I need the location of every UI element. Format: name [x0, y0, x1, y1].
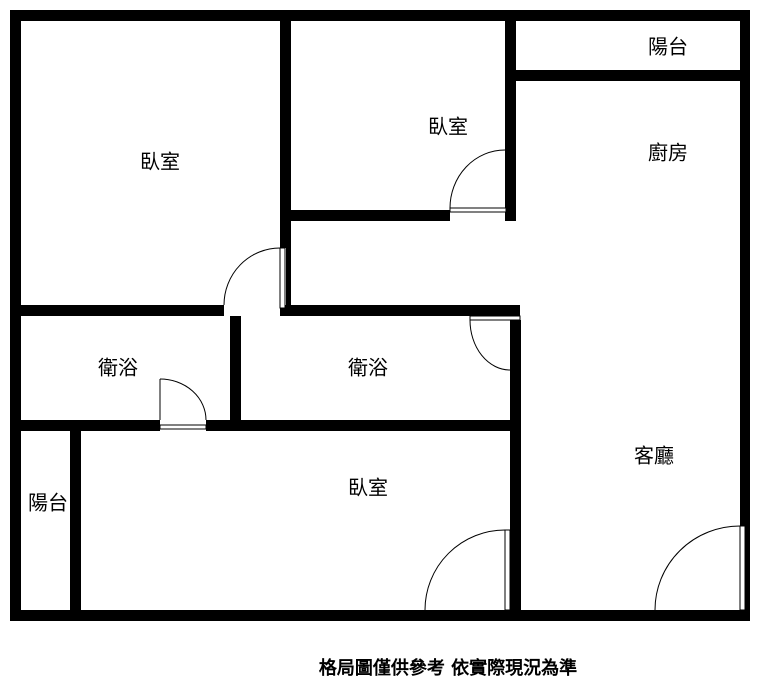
wall-middle-horizontal-right — [280, 305, 520, 316]
wall-bathroom-divider — [230, 316, 241, 426]
doors — [159, 149, 746, 611]
door-bathroom2[interactable] — [469, 315, 521, 371]
label-bathroom-middle: 衛浴 — [348, 356, 388, 380]
wall-bedroom1-right-lower — [286, 248, 291, 308]
wall-middle-horizontal — [10, 305, 224, 316]
outer-wall-bottom — [10, 610, 750, 621]
door-bedroom1[interactable] — [223, 247, 286, 309]
label-kitchen: 廚房 — [648, 141, 688, 165]
wall-bedroom1-right — [280, 10, 291, 248]
door-bathroom1[interactable] — [159, 378, 207, 430]
room-labels: 臥室 臥室 陽台 廚房 衛浴 衛浴 陽台 臥室 客廳 — [28, 35, 688, 515]
label-living-room: 客廳 — [634, 444, 674, 468]
label-balcony-top: 陽台 — [648, 35, 688, 59]
wall-bedroom2-bottom — [280, 210, 450, 221]
label-bedroom-top-middle: 臥室 — [428, 115, 468, 139]
door-bedroom3[interactable] — [424, 529, 511, 611]
wall-bathroom-bottom-right — [206, 420, 521, 431]
wall-balcony-left — [70, 431, 81, 620]
door-entrance[interactable] — [654, 525, 746, 611]
wall-balcony-bottom — [505, 70, 745, 81]
label-bedroom-bottom: 臥室 — [348, 476, 388, 500]
wall-bedroom2-right — [505, 10, 516, 221]
outer-wall-top — [10, 10, 750, 21]
wall-living-left — [510, 320, 521, 620]
label-balcony-left: 陽台 — [28, 491, 68, 515]
walls — [10, 10, 750, 621]
outer-wall-right-lower — [745, 526, 750, 620]
label-bathroom-left: 衛浴 — [98, 356, 138, 380]
door-bedroom2[interactable] — [449, 149, 507, 213]
label-bedroom-top-left: 臥室 — [140, 150, 180, 174]
disclaimer-caption: 格局圖僅供參考 依實際現況為準 — [319, 657, 577, 679]
wall-bathroom-bottom — [10, 420, 160, 431]
outer-wall-right — [740, 10, 750, 526]
